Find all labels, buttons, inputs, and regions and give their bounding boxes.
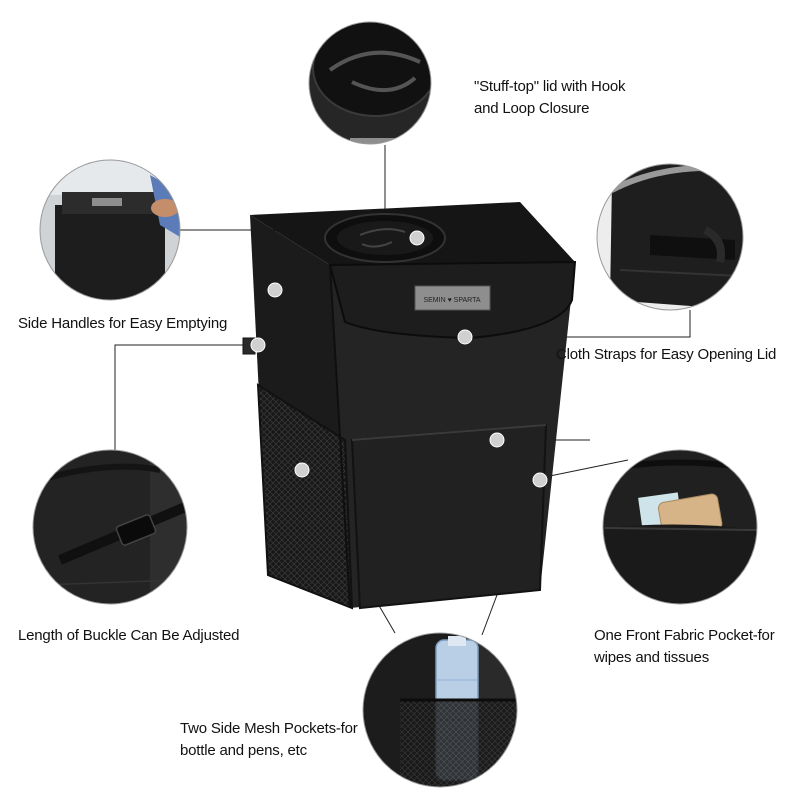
mesh-pockets-detail-photo bbox=[362, 632, 518, 788]
front-pocket-callout-line1: One Front Fabric Pocket-for bbox=[594, 627, 775, 644]
marker-dots bbox=[250, 230, 548, 488]
handles-detail-photo bbox=[39, 159, 181, 301]
lid-marker-dot bbox=[409, 230, 425, 246]
buckle-marker-dot bbox=[250, 337, 266, 353]
buckle-callout-text: Length of Buckle Can Be Adjusted bbox=[18, 627, 240, 644]
front-pocket-callout: One Front Fabric Pocket-for wipes and ti… bbox=[594, 625, 775, 669]
mesh-marker-dot bbox=[294, 462, 310, 478]
pocket-side-marker-dot bbox=[532, 472, 548, 488]
lid-callout: "Stuff-top" lid with Hook and Loop Closu… bbox=[474, 76, 625, 120]
handle-marker-dot bbox=[267, 282, 283, 298]
mesh-pockets-callout-line2: bottle and pens, etc bbox=[180, 742, 307, 759]
trash-can-bag: SEMIN ♥ SPARTA bbox=[242, 202, 577, 610]
mesh-pockets-callout: Two Side Mesh Pockets-for bottle and pen… bbox=[180, 718, 358, 762]
mesh-pockets-callout-line1: Two Side Mesh Pockets-for bbox=[180, 720, 358, 737]
lid-callout-line2: and Loop Closure bbox=[474, 100, 590, 117]
buckle-callout: Length of Buckle Can Be Adjusted bbox=[18, 625, 239, 647]
straps-callout-text: Cloth Straps for Easy Opening Lid bbox=[556, 346, 777, 363]
lid-callout-line1: "Stuff-top" lid with Hook bbox=[474, 78, 626, 95]
strap-marker-dot bbox=[457, 329, 473, 345]
straps-detail-photo bbox=[596, 163, 744, 311]
handles-callout-text: Side Handles for Easy Emptying bbox=[18, 315, 228, 332]
pocket-marker-dot bbox=[489, 432, 505, 448]
straps-callout: Cloth Straps for Easy Opening Lid bbox=[556, 344, 776, 366]
front-pocket-detail-photo bbox=[602, 449, 758, 605]
front-pocket-callout-line2: wipes and tissues bbox=[594, 649, 709, 666]
buckle-detail-photo bbox=[32, 449, 188, 605]
handles-callout: Side Handles for Easy Emptying bbox=[18, 313, 227, 335]
brand-tag: SEMIN ♥ SPARTA bbox=[423, 297, 480, 304]
lid-detail-photo bbox=[308, 21, 432, 145]
